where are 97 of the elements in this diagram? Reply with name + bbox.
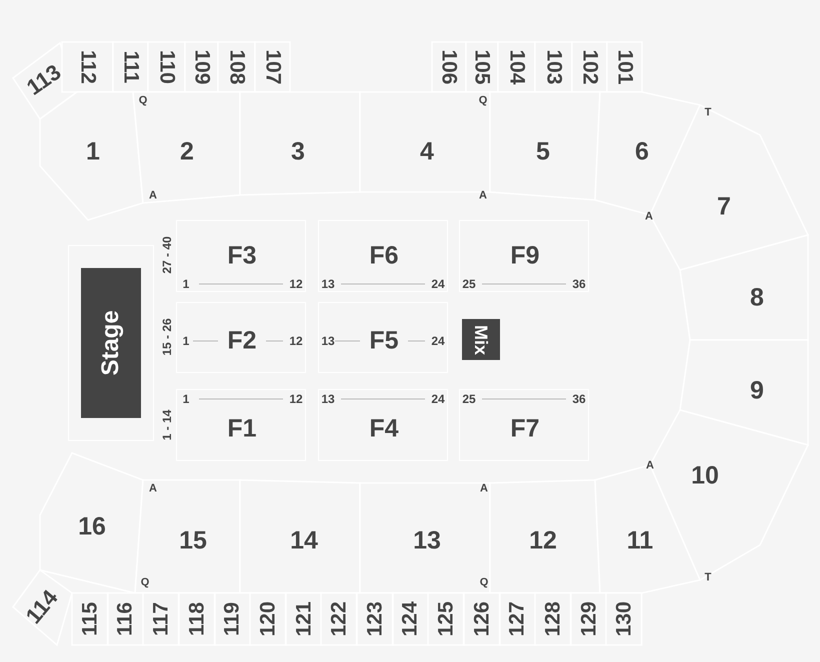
section-number: 1 [86,140,100,164]
section-number: 126 [471,601,492,637]
section-number: 113 [23,60,65,100]
section-name: F6 [369,244,399,268]
seat-number: 36 [572,393,586,405]
section-number: 128 [542,601,564,637]
row-letter: Q [478,96,488,106]
seat-number: 13 [321,335,335,347]
seat-number: 1 [182,393,190,405]
section-number: 104 [506,49,527,85]
section-name: F2 [227,328,257,354]
row-letter: Q [140,578,150,588]
section-name: F7 [510,416,540,442]
section-number: 8 [750,286,764,310]
floor-section [176,389,306,461]
section-number: 116 [114,602,136,636]
section-number: 105 [472,49,492,85]
section-number: 127 [506,601,528,637]
section-number: 4 [420,140,434,164]
section-number: 121 [293,601,314,637]
seat-number: 24 [431,278,445,290]
floor-section [318,389,448,461]
section-number: 122 [328,601,350,637]
section-name: F1 [227,416,257,442]
section-number: 7 [717,194,731,220]
section-name: F5 [369,328,399,354]
seat-number: 24 [431,335,445,347]
section-number: 5 [536,140,550,164]
floor-section [459,220,589,292]
section-number: 103 [543,49,564,85]
row-letter: A [479,190,487,202]
floor-section [318,302,448,373]
section-number: 106 [438,49,460,85]
row-letter: A [149,190,157,202]
seat-number: 13 [321,278,335,290]
row-letter: Q [138,96,148,106]
row-range-label: 27 - 40 [161,236,173,274]
row-letter: A [645,212,653,222]
section-number: 10 [691,464,719,488]
floor-section [176,220,306,292]
section-number: 9 [750,378,764,404]
section-number: 14 [290,528,318,554]
section-number: 129 [578,601,600,637]
section-number: 117 [150,602,172,636]
section-number: 15 [179,528,207,554]
seat-number: 12 [289,278,303,290]
seat-number: 25 [462,278,476,290]
section-number: 120 [257,601,278,637]
section-number: 119 [222,602,243,636]
seat-number: 36 [572,278,586,290]
row-letter: A [149,484,157,494]
section-number: 109 [191,49,212,85]
seat-number: 13 [321,393,335,405]
seat-number: 25 [462,393,476,405]
section-number: 3 [291,140,305,164]
stage-label: Stage [99,310,123,376]
section-name: F9 [510,244,540,268]
row-letter: Q [480,578,488,588]
section-number: 110 [156,50,177,84]
section-number: 112 [77,50,98,84]
row-letter: T [704,108,712,118]
section-number: 12 [529,528,557,554]
section-number: 16 [78,514,106,540]
row-letter: A [480,484,488,494]
floor-section [176,302,306,373]
section-name: F4 [369,416,399,442]
section-number: 101 [614,49,635,85]
section-number: 107 [262,49,283,85]
section-number: 13 [413,528,441,554]
seat-number: 1 [182,335,190,347]
row-letter: A [646,460,654,472]
section-number: 108 [226,49,247,85]
section-number: 115 [79,602,100,636]
stage-block [81,268,141,418]
section-number: 102 [579,49,600,85]
mix-label: Mix [472,324,490,354]
section-number: 123 [364,601,386,637]
row-range-label: 15 - 26 [161,318,173,356]
section-number: 114 [22,586,62,628]
seat-number: 1 [182,278,190,290]
section-number: 11 [626,528,654,554]
seat-number: 24 [431,393,445,405]
seat-number: 12 [289,393,303,405]
seat-number: 12 [289,335,303,347]
section-number: 130 [614,601,635,637]
section-number: 111 [120,50,141,84]
section-number: 124 [400,601,421,637]
row-letter: T [704,572,712,584]
row-range-label: 1 - 14 [161,410,173,440]
section-number: 125 [436,601,457,637]
floor-section [459,389,589,461]
mix-position-block [462,319,500,360]
section-number: 118 [186,602,208,636]
floor-section [318,220,448,292]
section-name: F3 [227,244,257,268]
section-number: 6 [635,140,649,164]
section-number: 2 [180,140,194,164]
